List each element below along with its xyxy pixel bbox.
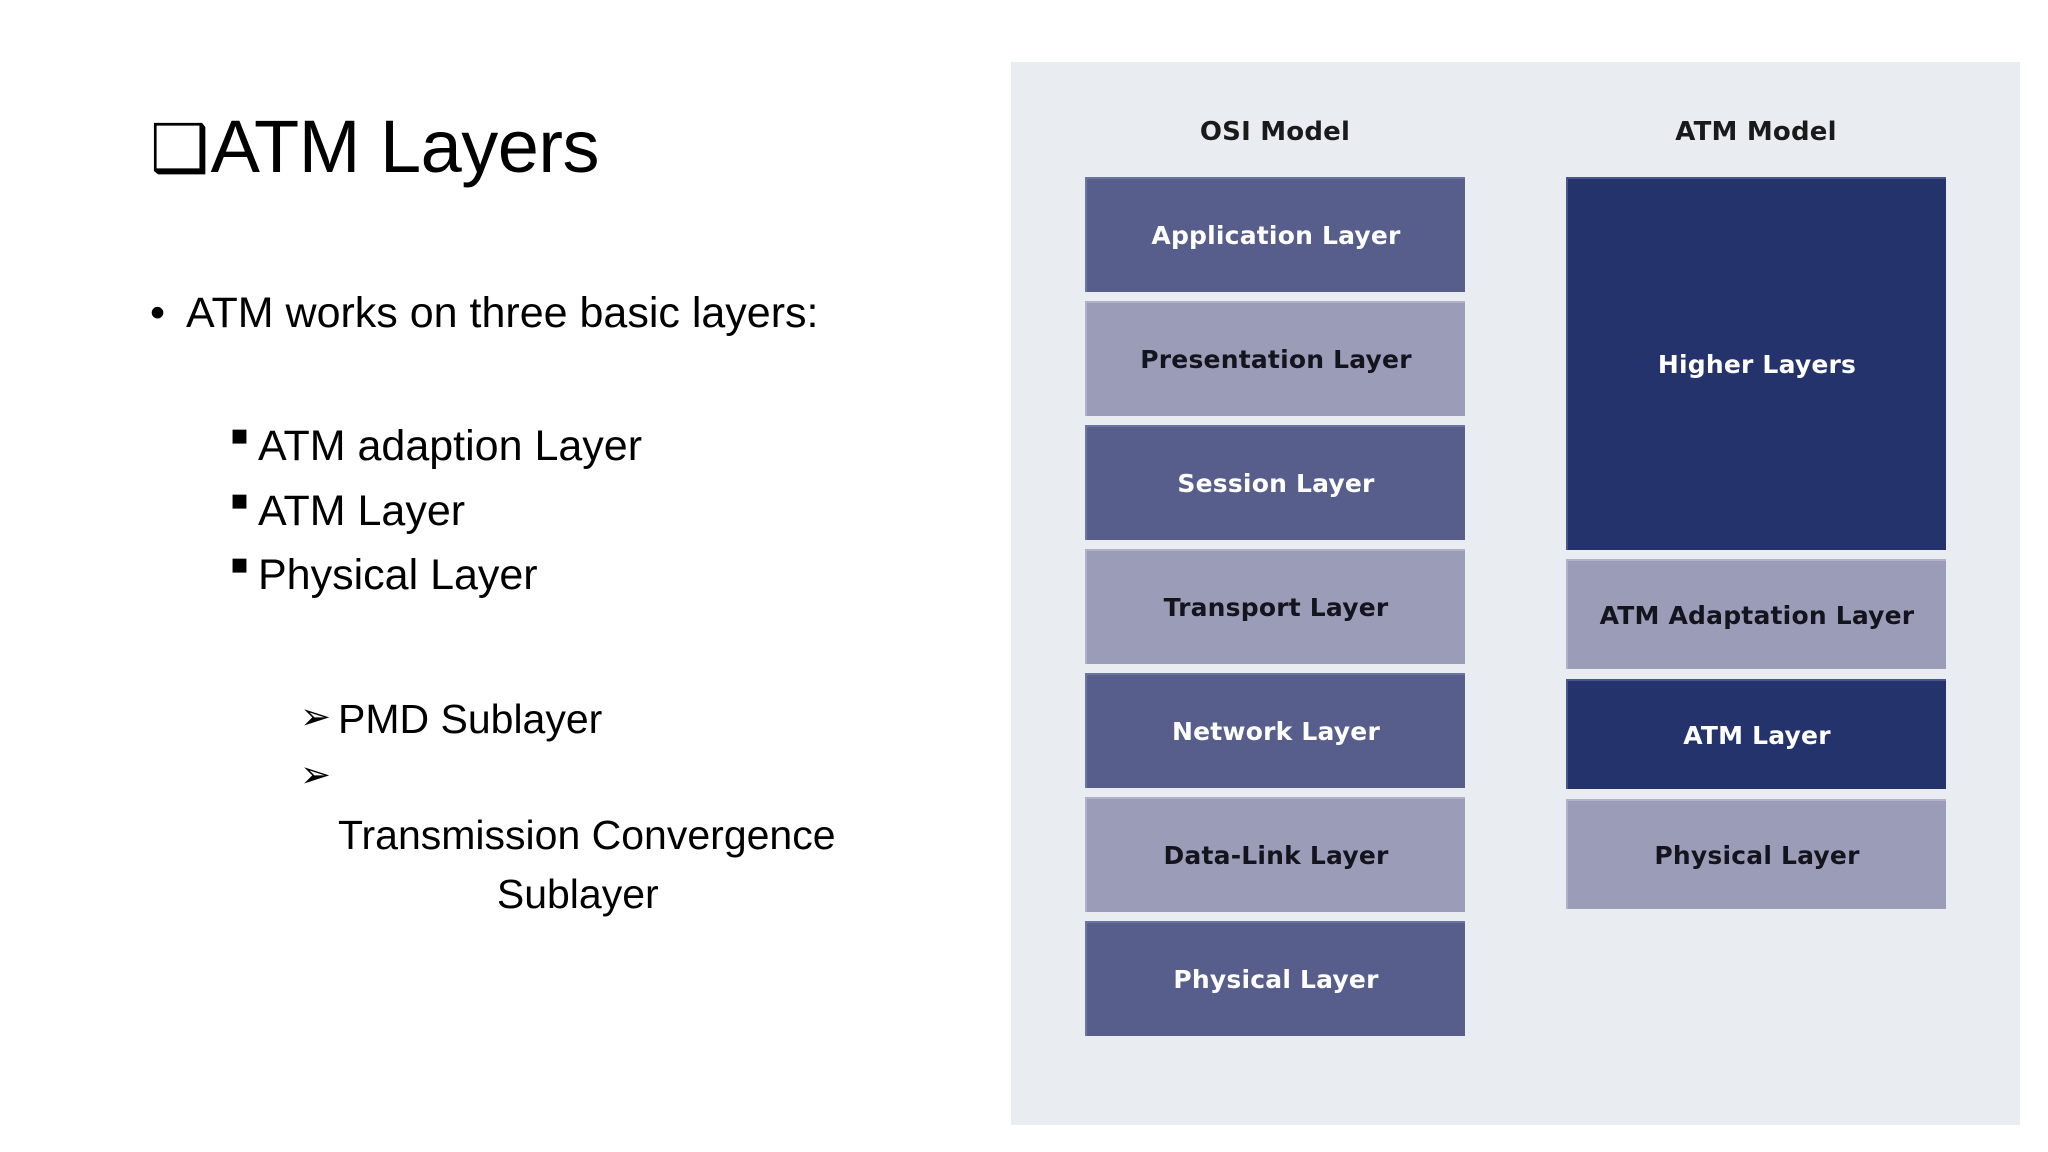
layer-box-higher-layers: Higher Layers xyxy=(1566,177,1946,550)
arrow-bullet-icon: ➢ xyxy=(300,753,332,797)
list-item: ▪ ATM Layer xyxy=(230,479,950,544)
slide-text-column: ❑ ATM Layers • ATM works on three basic … xyxy=(0,0,1020,1152)
layer-box-atm-adaptation: ATM Adaptation Layer xyxy=(1566,559,1946,669)
list-item: ▪ ATM adaption Layer xyxy=(230,414,950,479)
lead-bullet-line: • ATM works on three basic layers: xyxy=(150,288,818,340)
sublayer-list: ➢ PMD Sublayer ➢ Transmission Convergenc… xyxy=(300,690,990,981)
square-bullet-icon: ▪ xyxy=(230,547,249,580)
list-item-label: ATM Layer xyxy=(258,486,466,535)
arrow-bullet-icon: ➢ xyxy=(300,695,332,738)
list-item-label: Physical Layer xyxy=(258,551,538,599)
column-header-atm: ATM Model xyxy=(1675,117,1837,147)
page-title: ❑ ATM Layers xyxy=(150,105,600,188)
list-item-label-line1: Transmission Convergence xyxy=(338,812,836,859)
layer-box-atm-physical: Physical Layer xyxy=(1566,799,1946,909)
lead-bullet-text: ATM works on three basic layers: xyxy=(186,289,819,337)
layer-box-physical: Physical Layer xyxy=(1085,921,1465,1036)
list-item: ➢ Transmission Convergence Sublayer xyxy=(300,748,990,981)
list-item-label-line2: Sublayer xyxy=(496,870,659,917)
layer-box-application: Application Layer xyxy=(1085,177,1465,292)
page-title-text: ATM Layers xyxy=(210,105,600,188)
osi-atm-comparison-diagram: OSI Model ATM Model Application Layer Pr… xyxy=(1011,62,2020,1125)
layer-box-atm: ATM Layer xyxy=(1566,679,1946,789)
layer-list: ▪ ATM adaption Layer ▪ ATM Layer ▪ Physi… xyxy=(230,414,950,608)
layer-box-session: Session Layer xyxy=(1085,425,1465,540)
layer-box-network: Network Layer xyxy=(1085,673,1465,788)
square-bullet-icon: ▪ xyxy=(230,482,249,516)
column-header-osi: OSI Model xyxy=(1199,117,1351,147)
list-item-label: PMD Sublayer xyxy=(338,696,603,742)
list-item: ➢ PMD Sublayer xyxy=(300,690,990,748)
layer-box-presentation: Presentation Layer xyxy=(1085,301,1465,416)
layer-box-transport: Transport Layer xyxy=(1085,549,1465,664)
dot-bullet-icon: • xyxy=(150,289,166,337)
layer-box-data-link: Data-Link Layer xyxy=(1085,797,1465,912)
square-bullet-icon: ❑ xyxy=(150,109,209,187)
list-item-label: ATM adaption Layer xyxy=(258,422,643,470)
list-item: ▪ Physical Layer xyxy=(230,543,950,608)
list-item-label: Transmission Convergence Sublayer xyxy=(338,748,836,981)
square-bullet-icon: ▪ xyxy=(230,418,249,451)
